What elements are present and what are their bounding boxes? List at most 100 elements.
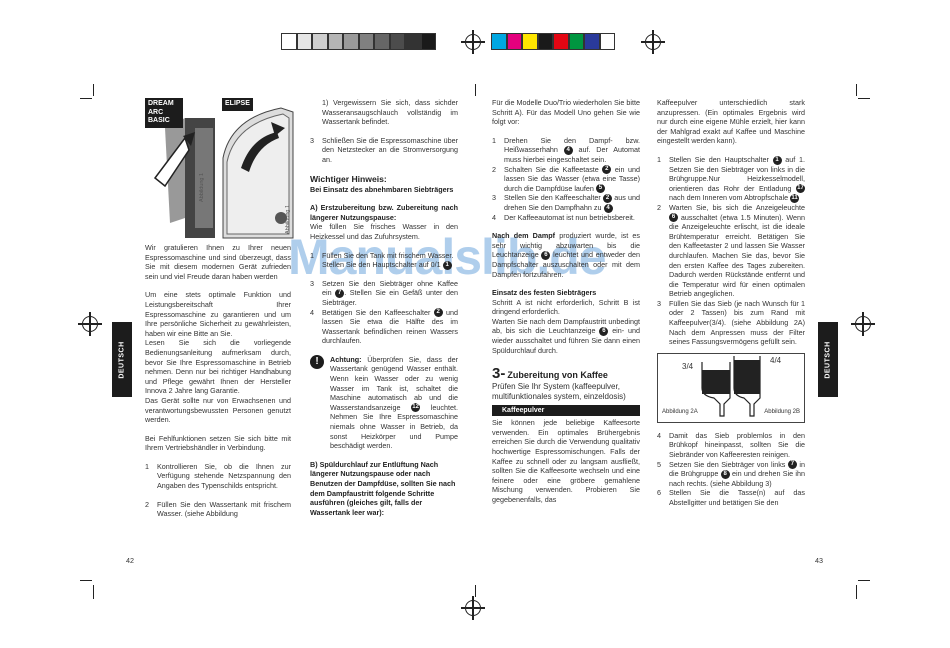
process-color-swatch xyxy=(491,33,507,50)
hint-subtitle: Bei Einsatz des abnehmbaren Siebträgers xyxy=(310,184,454,194)
paragraph: Sie können jede beliebige Kaffeesorte ve… xyxy=(492,418,640,504)
intro-paragraph: Wir gratulieren Ihnen zu Ihrer neuen Esp… xyxy=(145,243,291,281)
crop-mark xyxy=(856,84,857,96)
paragraph: Schritt A ist nicht erforderlich, Schrit… xyxy=(492,297,640,317)
figure-1a-caption: Abbildung 1 xyxy=(199,172,205,202)
warning-icon: ! xyxy=(310,354,324,369)
column-1: Wir gratulieren Ihnen zu Ihrer neuen Esp… xyxy=(145,243,291,519)
callout-number: 5 xyxy=(595,184,605,194)
callout-number: 11 xyxy=(790,193,800,203)
grey-swatch xyxy=(389,33,405,50)
figure-1b-image xyxy=(221,98,295,242)
paragraph: 1) Vergewissern Sie sich, dass sichder W… xyxy=(322,98,458,127)
paragraph: Um eine stets optimale Funktion und Leis… xyxy=(145,290,291,338)
grey-swatch xyxy=(420,33,436,50)
column-3: Für die Modelle Duo/Trio wiederholen Sie… xyxy=(492,98,640,505)
crop-mark xyxy=(80,98,92,99)
callout-number: 6 xyxy=(541,250,551,260)
page-number-left: 42 xyxy=(126,556,134,565)
crop-mark xyxy=(93,585,94,599)
callout-number: 2 xyxy=(603,193,613,203)
registration-mark-left xyxy=(78,312,102,336)
section-b-title: B) Spüldurchlauf zur Entlüftung Nach län… xyxy=(310,459,456,517)
paragraph: Lesen Sie sich die vorliegende Bedienung… xyxy=(145,338,291,396)
grey-swatch xyxy=(374,33,390,50)
registration-mark-right xyxy=(851,312,875,336)
figure-1: DREAM ARC BASIC Abbildung 1 ELIPSE Abbil… xyxy=(145,98,295,242)
process-color-swatch xyxy=(553,33,569,50)
registration-mark-top-right xyxy=(641,30,665,54)
callout-number: 1 xyxy=(442,260,452,270)
column-4: Kaffeepulver unterschiedlich stark anzup… xyxy=(657,98,805,508)
registration-mark-bottom xyxy=(461,596,485,620)
grey-swatch xyxy=(327,33,343,50)
figure-1a-image xyxy=(145,98,219,242)
callout-number: 4 xyxy=(563,145,573,155)
callout-number: 2 xyxy=(433,308,443,318)
section-bar-kaffeepulver: Kaffeepulver xyxy=(492,405,640,417)
callout-number: 7 xyxy=(787,460,797,470)
callout-number: 1 xyxy=(772,155,782,165)
crop-mark xyxy=(80,580,92,581)
grey-swatch xyxy=(358,33,374,50)
figure-2a-caption: Abbildung 2A xyxy=(662,409,698,416)
crop-mark xyxy=(475,585,476,597)
paragraph: Bei Fehlfunktionen setzen Sie sich bitte… xyxy=(145,433,291,453)
figure-2b-caption: Abbildung 2B xyxy=(764,409,800,416)
figure-1b-caption: Abbildung 1 xyxy=(285,204,291,234)
callout-number: 4 xyxy=(603,203,613,213)
watermark: Manualslib.de xyxy=(288,229,607,285)
paragraph: Kaffeepulver unterschiedlich stark anzup… xyxy=(657,98,805,146)
figure-2: 3/4 4/4 Abbildung 2A Abbildung 2B xyxy=(657,352,805,423)
section-title: Einsatz des festen Siebträgers xyxy=(492,288,597,298)
grey-swatch xyxy=(296,33,312,50)
paragraph: Warten Sie nach dem Dampfaustritt unbedi… xyxy=(492,316,640,355)
fill-level-label-4-4: 4/4 xyxy=(770,355,782,365)
callout-number: 8 xyxy=(720,469,730,479)
model-label-elipse: ELIPSE xyxy=(222,98,253,111)
paragraph: Nach dem Dampf produziert wurde, ist es … xyxy=(492,231,641,279)
paragraph: Wie füllen Sie frisches Wasser in den He… xyxy=(310,222,458,241)
callout-number: 2 xyxy=(602,165,612,175)
callout-number: 7 xyxy=(335,288,345,298)
process-color-swatch xyxy=(522,33,538,50)
registration-mark-top-left xyxy=(461,30,485,54)
crop-mark xyxy=(858,580,870,581)
process-color-swatch xyxy=(506,33,522,50)
language-tab-left: DEUTSCH xyxy=(112,322,132,397)
paragraph: Für die Modelle Duo/Trio wiederholen Sie… xyxy=(492,98,640,127)
paragraph: Das Gerät sollte nur von Erwachsenen und… xyxy=(145,395,291,425)
hint-title: Wichtiger Hinweis: xyxy=(310,173,387,184)
warning-block: ! Achtung: Überprüfen Sie, dass der Wass… xyxy=(310,354,458,451)
fill-level-label-3-4: 3/4 xyxy=(682,361,694,371)
crop-mark xyxy=(93,84,94,96)
callout-number: 17 xyxy=(796,184,805,194)
callout-number: 6 xyxy=(669,213,678,223)
process-color-swatch xyxy=(568,33,584,50)
section-a-title: A) Erstzubereitung bzw. Zubereitung nach… xyxy=(310,203,458,222)
callout-number: 12 xyxy=(411,403,421,413)
crop-mark xyxy=(475,84,476,96)
grey-swatch xyxy=(312,33,328,50)
list-item-continuation: Stellen Sie den Hauptschalter auf 0/1 1 xyxy=(310,260,458,270)
process-color-swatch xyxy=(599,33,615,50)
column-2: 1) Vergewissern Sie sich, dass sichder W… xyxy=(310,98,458,517)
language-tab-right: DEUTSCH xyxy=(818,322,838,397)
grey-swatch xyxy=(281,33,297,50)
